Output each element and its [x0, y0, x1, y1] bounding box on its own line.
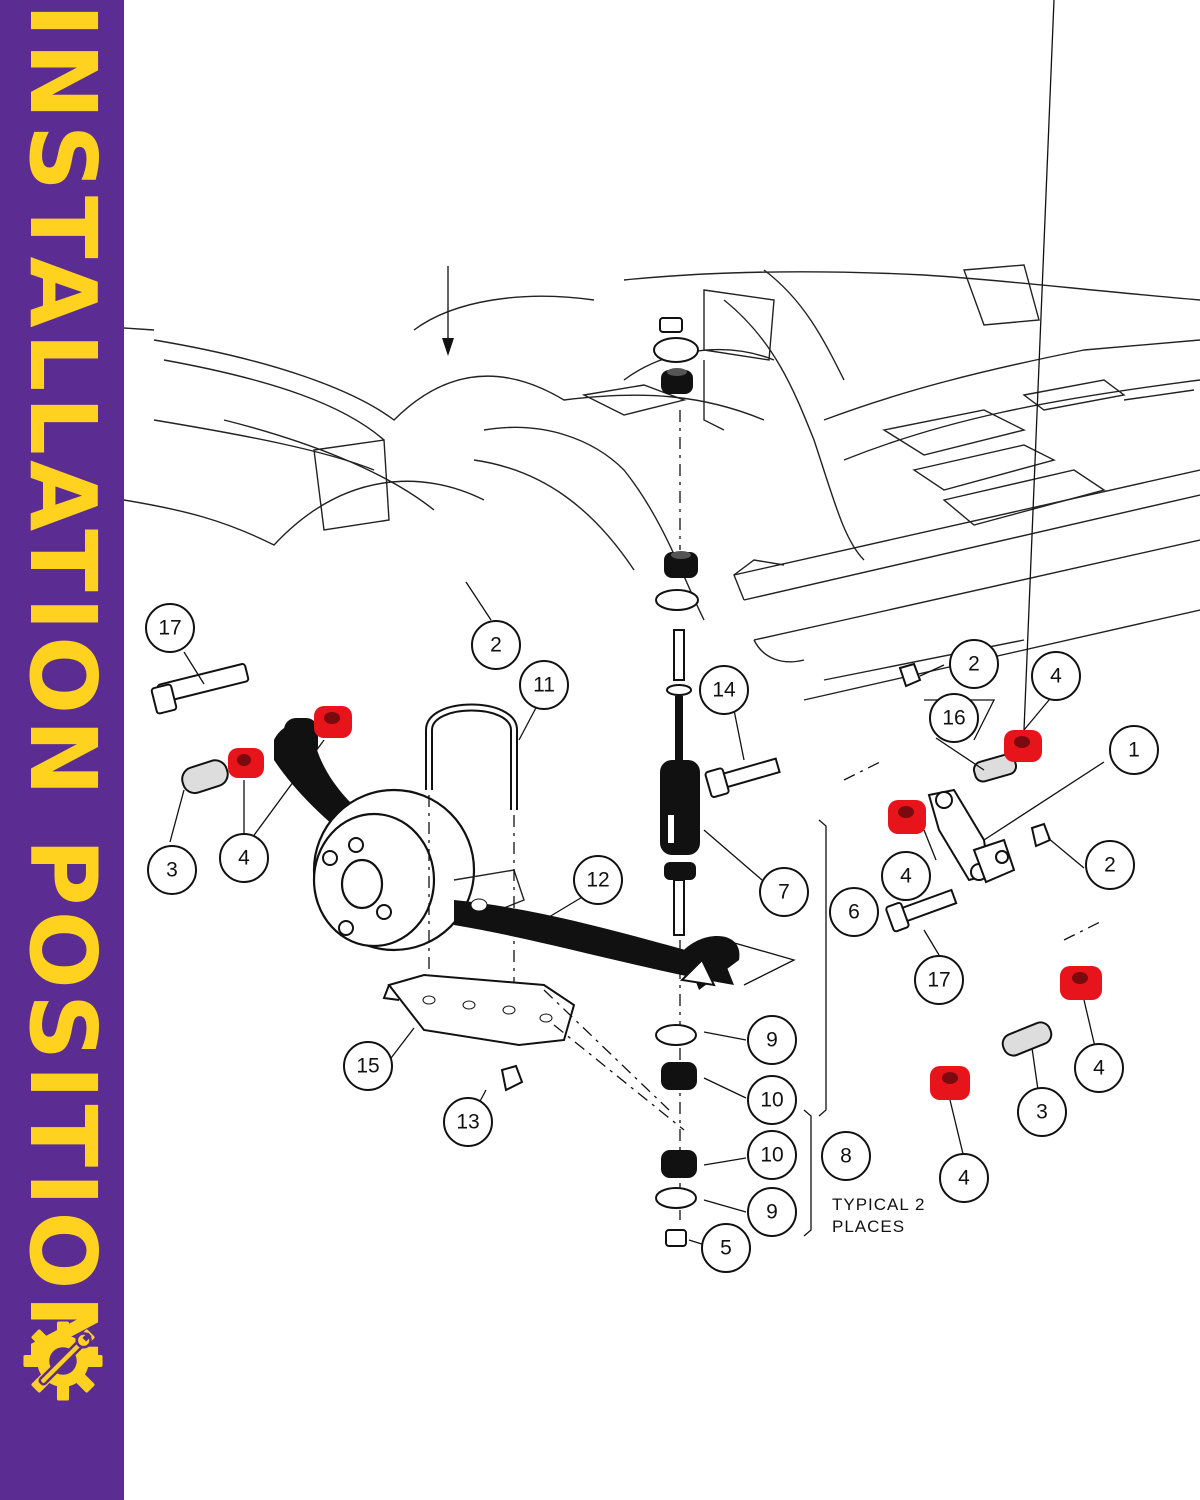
bushing-right-bottom	[930, 1066, 970, 1100]
bushing-left-lower	[228, 748, 264, 778]
bushing-left-upper	[314, 706, 352, 738]
callout-9-upper: 9	[747, 1015, 797, 1065]
callout-10-upper: 10	[747, 1075, 797, 1125]
u-bolt	[425, 703, 518, 1000]
svg-text:1: 1	[1128, 739, 1140, 762]
note-typical-line2: PLACES	[832, 1217, 905, 1236]
svg-text:3: 3	[166, 859, 178, 882]
svg-text:16: 16	[942, 707, 965, 730]
callout-4-bottom-right: 4	[939, 1153, 989, 1203]
callout-4-upper-right: 4	[1031, 651, 1081, 701]
svg-text:9: 9	[766, 1201, 778, 1224]
bushing-right-lower	[1060, 966, 1102, 1000]
rear-shackle	[843, 662, 1105, 1057]
callout-9-lower: 9	[747, 1187, 797, 1237]
callout-6: 6	[829, 887, 879, 937]
gear-wrench-icon	[23, 1321, 103, 1401]
callout-11: 11	[519, 660, 569, 710]
callout-4-lower-right: 4	[1074, 1043, 1124, 1093]
wheel-hub	[312, 788, 525, 952]
svg-text:2: 2	[968, 653, 980, 676]
shock-absorber	[653, 317, 700, 1247]
svg-text:4: 4	[900, 865, 912, 888]
svg-text:17: 17	[927, 969, 950, 992]
callout-12: 12	[573, 855, 623, 905]
note-typical-line1: TYPICAL 2	[832, 1195, 925, 1214]
callout-2-right: 2	[949, 639, 999, 689]
svg-text:4: 4	[1093, 1057, 1105, 1080]
callout-17-left: 17	[145, 603, 195, 653]
svg-text:9: 9	[766, 1029, 778, 1052]
svg-text:8: 8	[840, 1145, 852, 1168]
callout-15: 15	[343, 1041, 393, 1091]
callouts: 17 2 11 14 3 4 12 7 6 9 10 15 13 10 8 9 …	[145, 603, 1159, 1273]
suspension-exploded-diagram: 17 2 11 14 3 4 12 7 6 9 10 15 13 10 8 9 …	[124, 0, 1200, 1273]
bushing-right-middle	[888, 800, 926, 834]
callout-8: 8	[821, 1131, 871, 1181]
red-bushings	[228, 706, 1102, 1100]
leader-lines	[169, 0, 1105, 1247]
callout-4-middle-right: 4	[881, 851, 931, 901]
bushing-right-upper	[1004, 730, 1042, 762]
svg-text:17: 17	[158, 617, 181, 640]
svg-text:14: 14	[712, 679, 736, 702]
callout-5: 5	[701, 1223, 751, 1273]
svg-text:6: 6	[848, 901, 860, 924]
callout-4-left: 4	[219, 833, 269, 883]
callout-16: 16	[929, 693, 979, 743]
axle-plate	[382, 973, 685, 1131]
callout-17-right: 17	[914, 955, 964, 1005]
callout-3-left: 3	[147, 845, 197, 895]
callout-10-lower: 10	[747, 1130, 797, 1180]
svg-text:7: 7	[778, 881, 790, 904]
svg-text:4: 4	[1050, 665, 1062, 688]
svg-text:15: 15	[356, 1055, 379, 1078]
callout-14: 14	[699, 665, 749, 715]
svg-text:12: 12	[586, 869, 609, 892]
cart-body-outline	[124, 264, 1200, 701]
svg-text:2: 2	[490, 634, 502, 657]
installation-position-title: INSTALLATION POSITION	[9, 3, 116, 1377]
svg-text:4: 4	[958, 1167, 970, 1190]
svg-text:11: 11	[533, 674, 555, 697]
leaf-spring	[454, 898, 796, 990]
callout-2-shackle: 2	[1085, 840, 1135, 890]
callout-2-top: 2	[471, 620, 521, 670]
svg-text:13: 13	[456, 1111, 479, 1134]
callout-13: 13	[443, 1097, 493, 1147]
svg-text:2: 2	[1104, 854, 1116, 877]
callout-3-right: 3	[1017, 1087, 1067, 1137]
svg-text:3: 3	[1036, 1101, 1048, 1124]
svg-text:10: 10	[760, 1144, 783, 1167]
svg-text:5: 5	[720, 1237, 732, 1260]
callout-1: 1	[1109, 725, 1159, 775]
svg-text:10: 10	[760, 1089, 783, 1112]
sidebar-banner: INSTALLATION POSITION	[0, 0, 124, 1500]
callout-7: 7	[759, 867, 809, 917]
bolt-14	[704, 757, 781, 798]
svg-text:4: 4	[238, 847, 250, 870]
